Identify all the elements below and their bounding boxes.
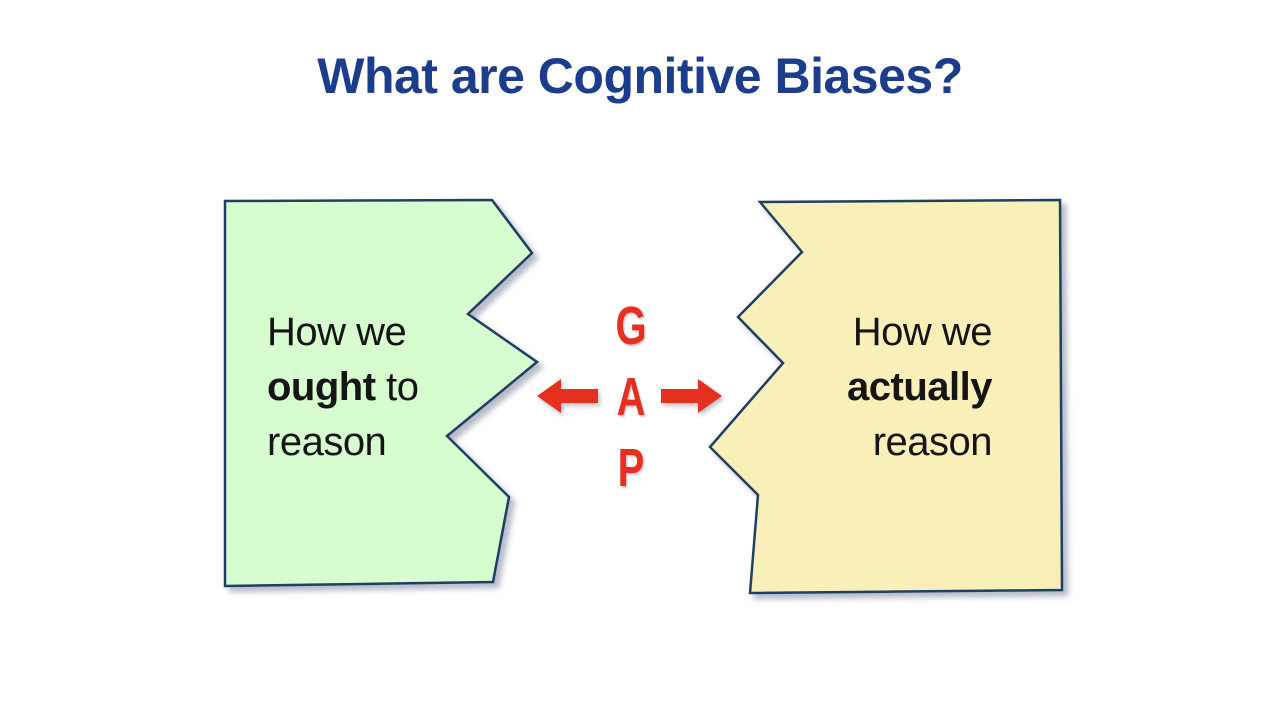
right-card-line1: How we [852,310,993,354]
right-card-line2: actually [818,360,992,415]
slide-title: What are Cognitive Biases? [317,48,963,104]
left-card-line2: ought to [267,360,419,415]
left-card-line2-rest: to [375,365,419,409]
left-arrow-shape [537,379,598,413]
gap-letter-p: P [617,438,645,498]
right-card-line3: reason [872,420,993,464]
left-arrow-icon [537,377,598,415]
gap-letter-a: A [616,367,646,427]
right-card-text: How we actually reason [818,305,992,470]
torn-paper-left-shape [223,198,540,588]
torn-paper-right-shape [708,198,1064,595]
gap-label: G A P [599,291,663,504]
left-card-bold-word: ought [267,365,376,409]
left-card-text: How we ought to reason [267,305,419,470]
right-card-bold-word: actually [847,365,992,409]
left-card-line3: reason [267,420,387,464]
right-arrow-shape [661,379,722,413]
gap-letter-g: G [615,296,647,356]
left-card-line1: How we [267,310,407,354]
right-arrow-icon [661,377,722,415]
